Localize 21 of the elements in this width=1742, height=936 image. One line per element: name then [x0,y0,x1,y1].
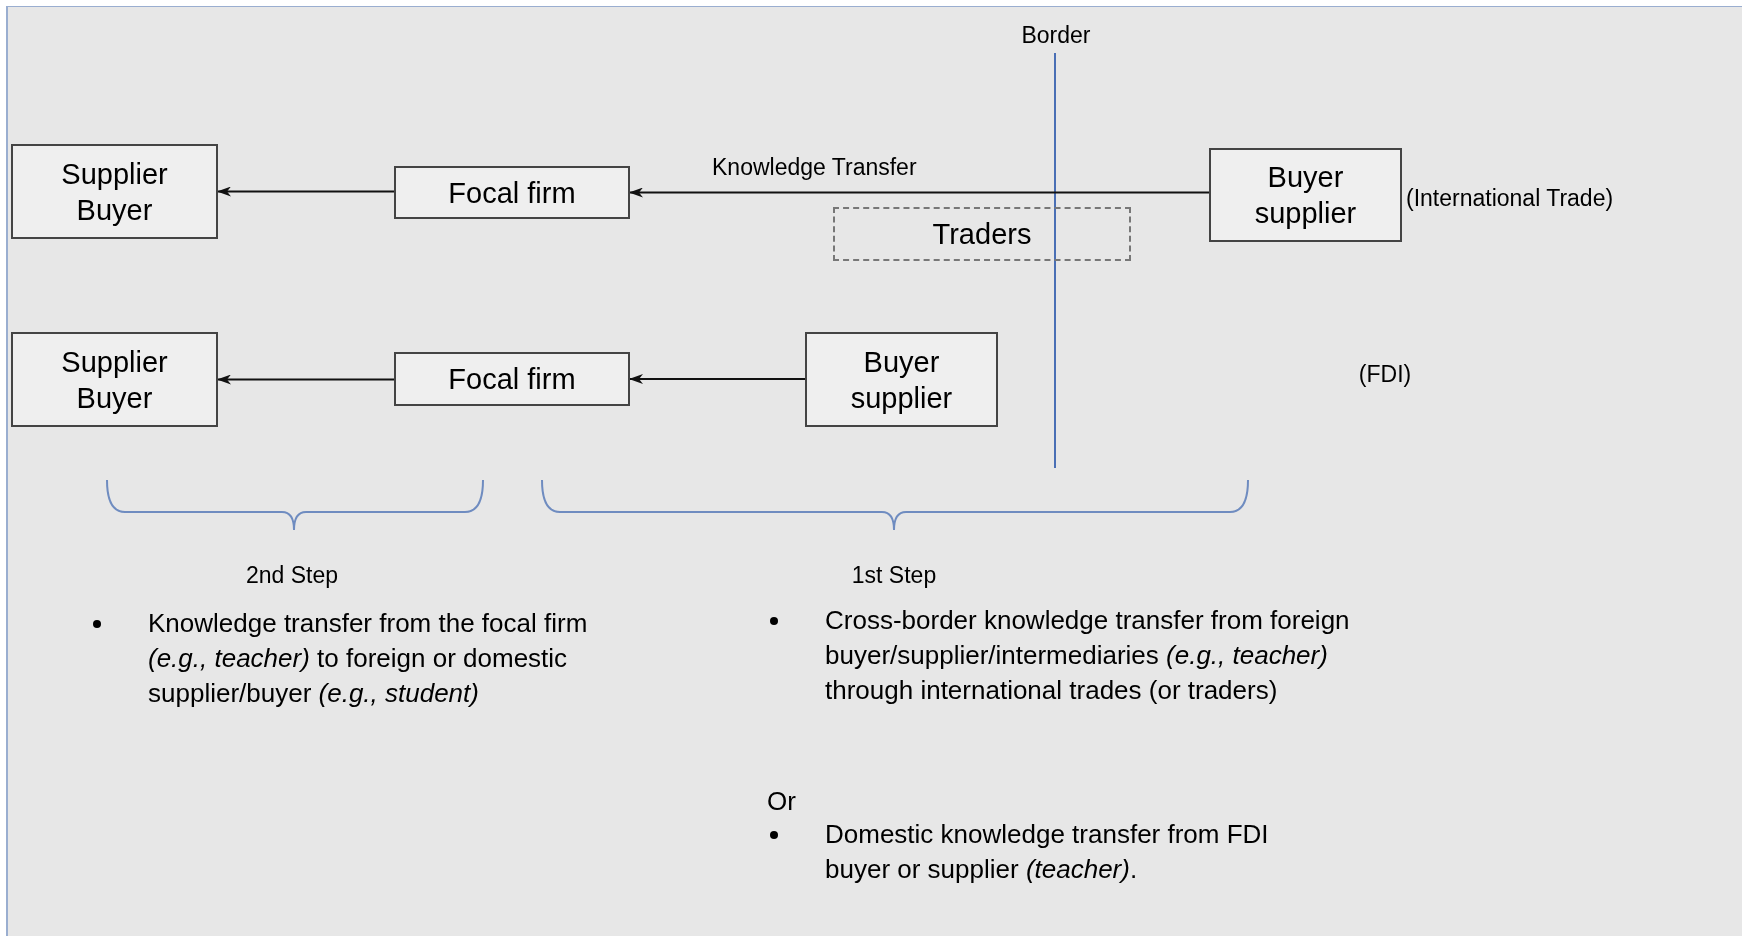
arrow [217,374,394,385]
text-label: Or [767,785,797,818]
process-box: Supplier Buyer [11,332,218,427]
process-box: Supplier Buyer [11,144,218,239]
process-box: Buyer supplier [1209,148,1402,242]
process-box: Buyer supplier [805,332,998,427]
arrow [217,186,394,197]
step-label: 1st Step [850,561,938,590]
text-label: (FDI) [1357,360,1413,389]
arrow [629,374,805,384]
arrow [629,187,1209,198]
process-box: Focal firm [394,166,630,219]
bullet-text: Domestic knowledge transfer from FDI buyer or supplier (teacher). [825,818,1270,886]
dashed-box: Traders [833,207,1131,261]
edge-label: Knowledge Transfer [712,153,917,182]
bullet-text: Cross-border knowledge transfer from foreign buyer/supplier/intermediaries (e.g., teacher) through international trades (or traders) [825,604,1351,707]
process-box: Focal firm [394,352,630,406]
step-label: 2nd Step [244,561,340,590]
node-caption: (International Trade) [1406,184,1614,213]
bullet-text: Knowledge transfer from the focal firm (e.g., teacher) to foreign or domestic supplier/buyer (e.g., student) [148,607,588,710]
text-label: Border [1020,21,1092,50]
